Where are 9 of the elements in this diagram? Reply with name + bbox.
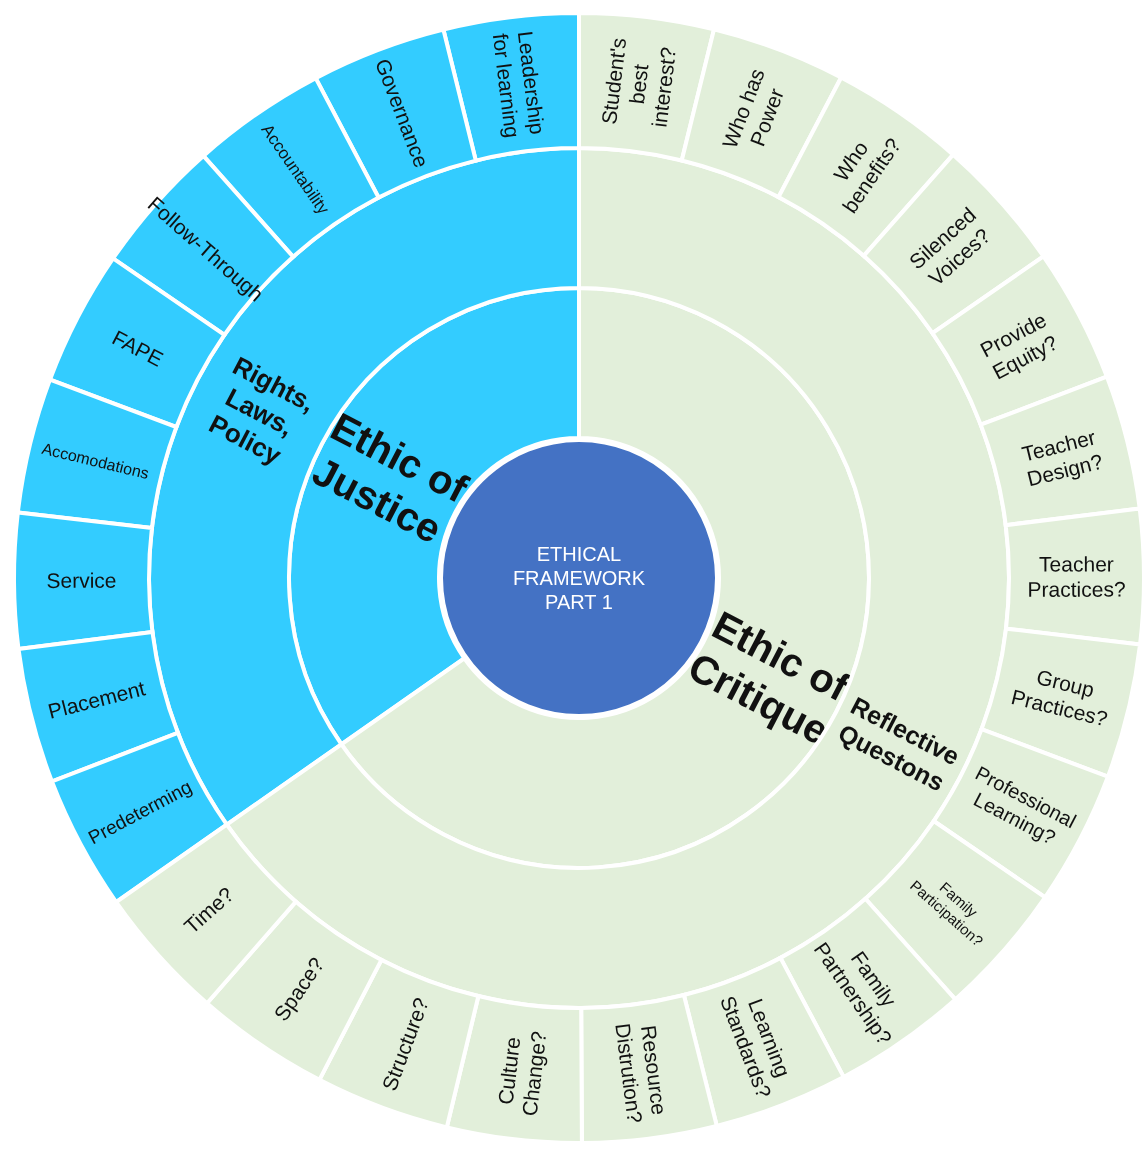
segment-label: Who has Power [717, 65, 789, 152]
segment-label: Leadership for learning [488, 29, 550, 140]
segment-label: Culture Change? [493, 1029, 551, 1118]
segment-label: Teacher Design? [1019, 425, 1105, 491]
center-title: ETHICAL FRAMEWORK PART 1 [512, 543, 646, 613]
segment-label: Group Practices? [1009, 665, 1110, 731]
segment-label: Teacher Practices? [1027, 552, 1126, 601]
segment-label: Student's best interest? [597, 36, 680, 129]
segment-label: Resource Distrution? [611, 1021, 672, 1125]
